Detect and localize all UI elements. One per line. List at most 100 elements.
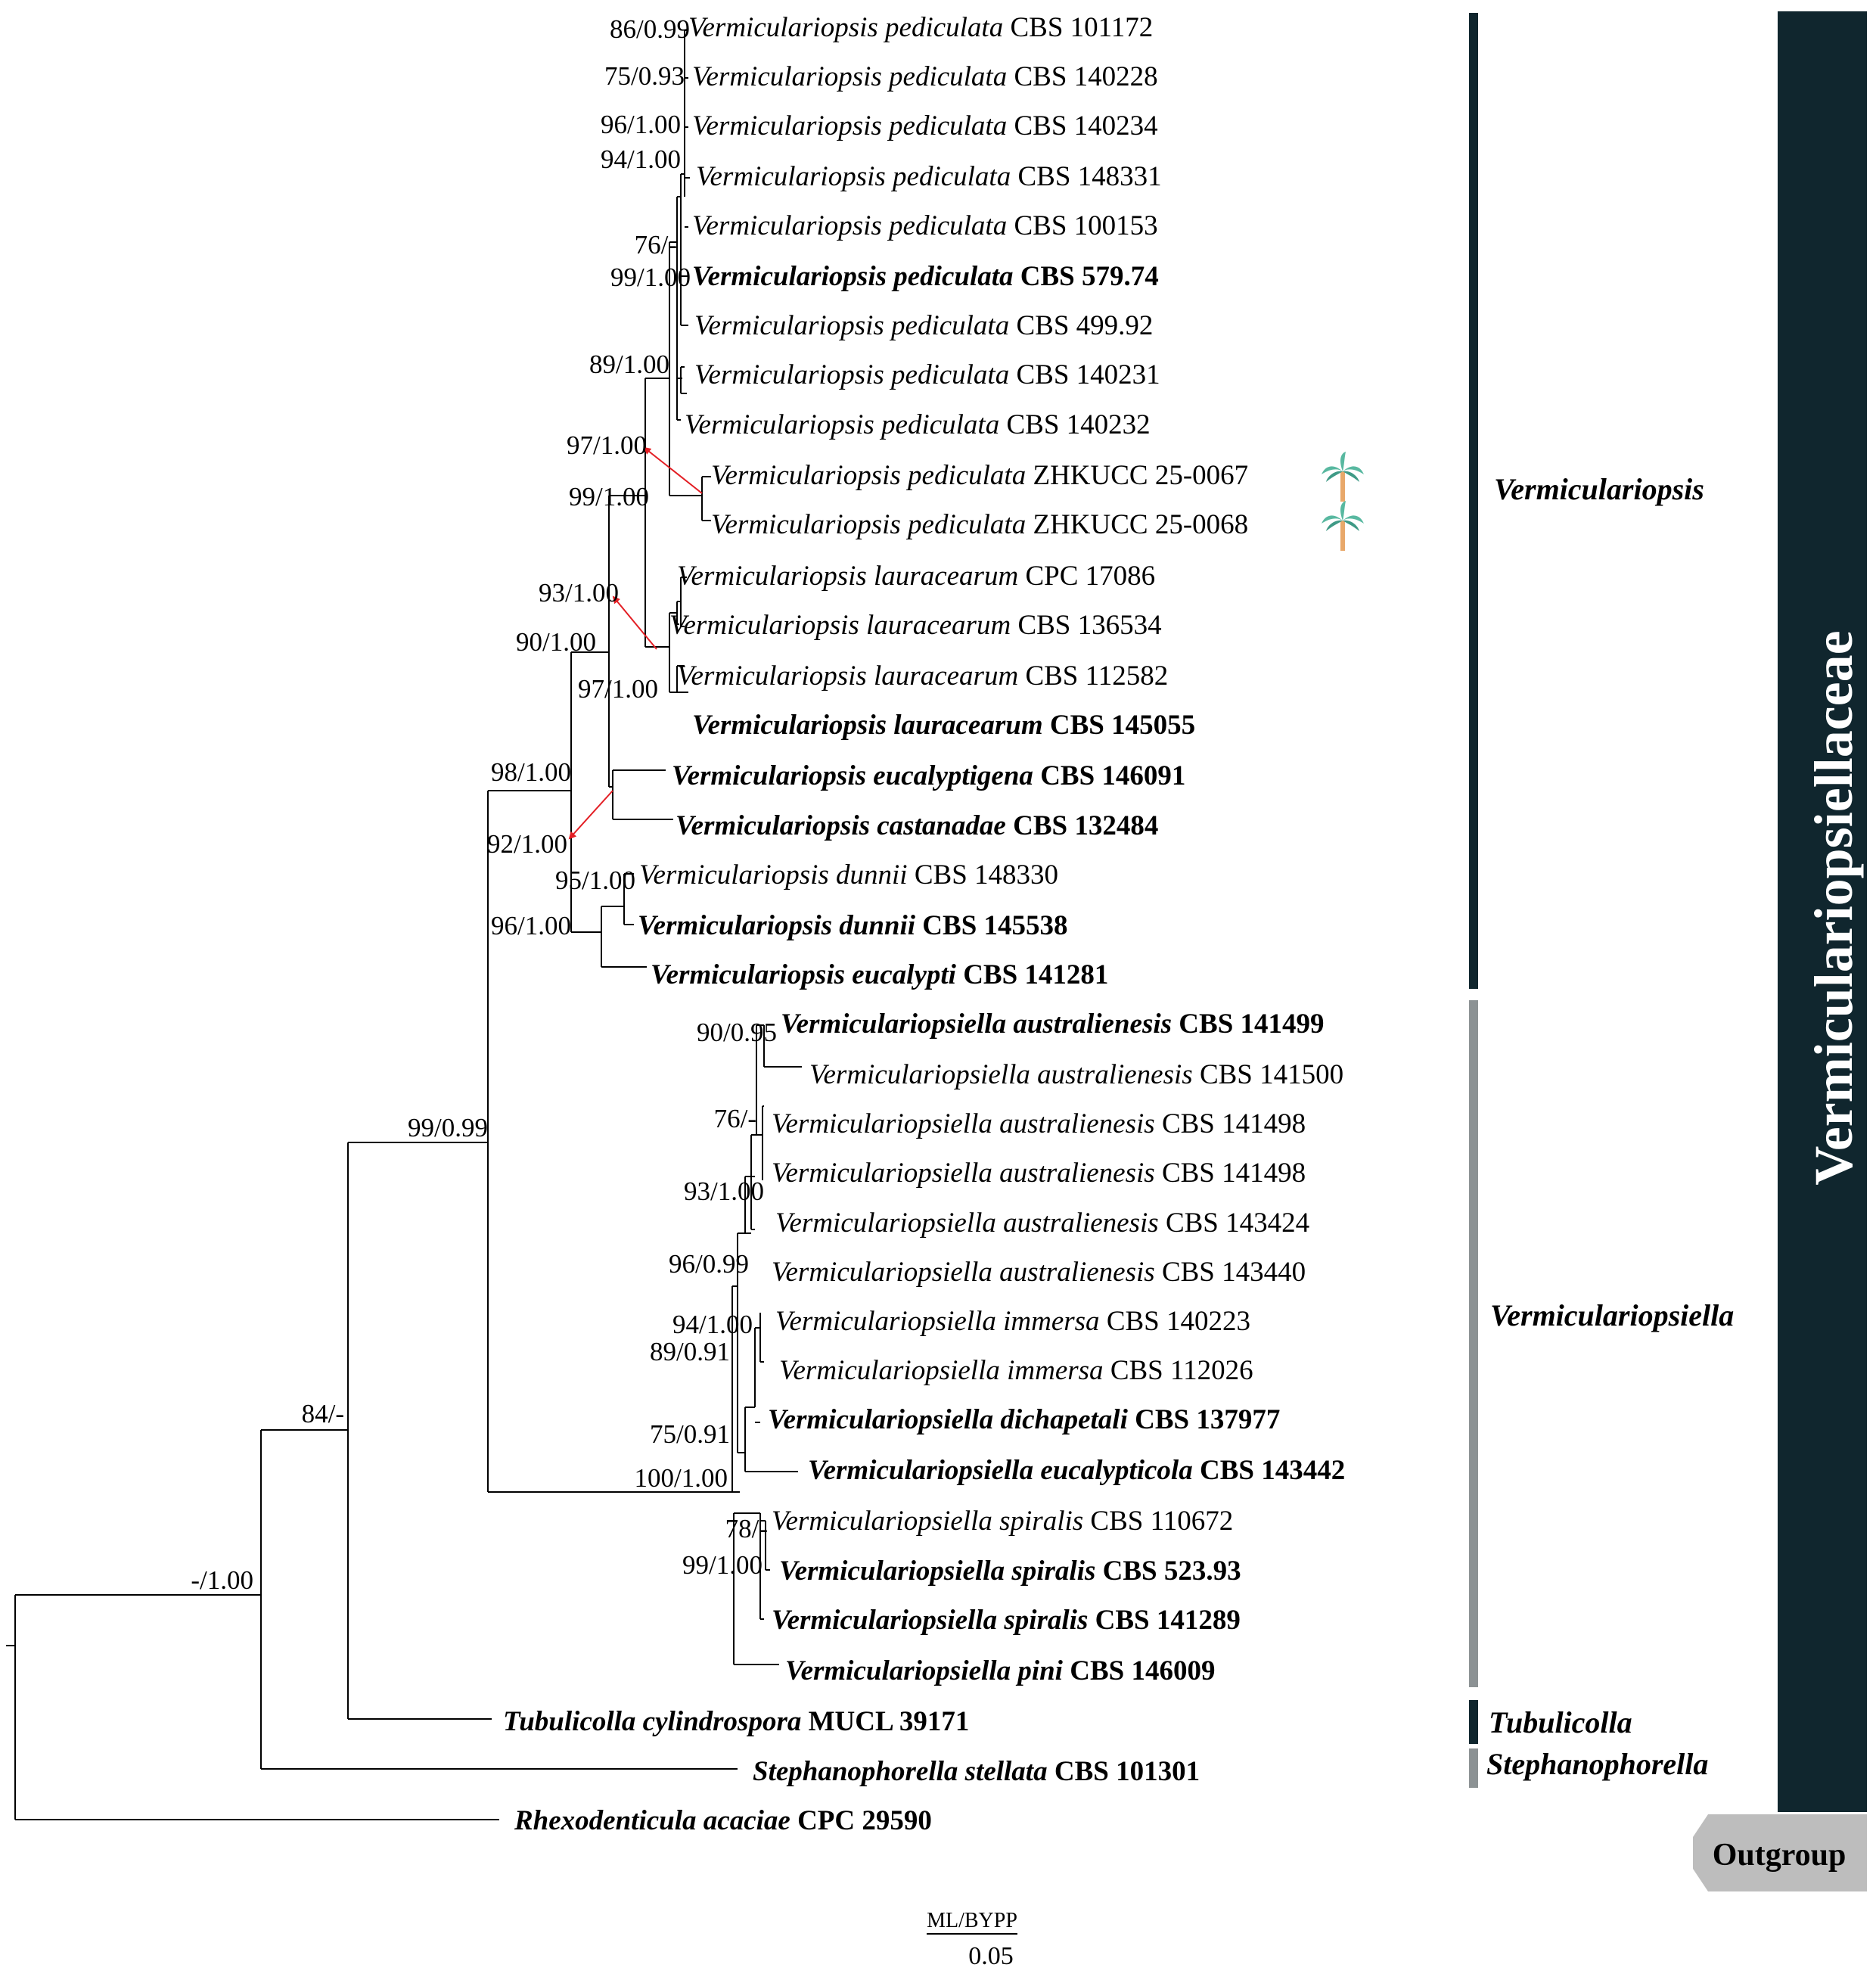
support-value: 100/1.00 bbox=[635, 1463, 728, 1493]
taxon-label-new-isolate: Vermiculariopsis pediculata ZHKUCC 25-00… bbox=[711, 509, 1248, 540]
support-value: 92/1.00 bbox=[487, 829, 567, 859]
support-value: 89/0.91 bbox=[650, 1337, 730, 1366]
taxon-species-name: Tubulicolla cylindrospora bbox=[503, 1706, 801, 1737]
taxon-labels: Vermiculariopsis pediculata CBS 101172Ve… bbox=[503, 12, 1345, 1836]
palm-tree-icon bbox=[1322, 452, 1364, 502]
taxon-label: Vermiculariopsis pediculata CBS 140231 bbox=[694, 359, 1160, 390]
taxon-strain-code: CBS 141499 bbox=[1172, 1009, 1324, 1040]
outgroup-box bbox=[1693, 1814, 1867, 1891]
tree-branches bbox=[6, 30, 802, 1820]
red-arrows bbox=[568, 446, 703, 840]
taxon-label: Vermiculariopsis pediculata CBS 140228 bbox=[692, 61, 1158, 92]
scale-label: ML/BYPP bbox=[927, 1909, 1017, 1932]
group-label-tubulicolla: Tubulicolla bbox=[1489, 1705, 1632, 1739]
taxon-species-name: Vermiculariopsiella immersa bbox=[775, 1306, 1100, 1337]
support-value: 75/0.93 bbox=[604, 61, 685, 91]
taxon-species-name: Vermiculariopsiella spiralis bbox=[772, 1506, 1083, 1537]
support-value: 90/1.00 bbox=[516, 627, 596, 657]
taxon-strain-code: CBS 136534 bbox=[1011, 610, 1161, 641]
taxon-label: Vermiculariopsis castanadae CBS 132484 bbox=[676, 810, 1158, 841]
taxon-species-name: Vermiculariopsis pediculata bbox=[711, 460, 1026, 491]
taxon-species-name: Vermiculariopsis pediculata bbox=[692, 210, 1007, 241]
taxon-strain-code: CBS 143440 bbox=[1155, 1257, 1306, 1288]
taxon-species-name: Vermiculariopsiella eucalypticola bbox=[808, 1455, 1193, 1486]
taxon-species-name: Vermiculariopsis pediculata bbox=[711, 509, 1026, 540]
taxon-label: Vermiculariopsis dunnii CBS 145538 bbox=[638, 910, 1068, 941]
taxon-species-name: Vermiculariopsis pediculata bbox=[685, 409, 999, 440]
taxon-strain-code: CBS 141281 bbox=[956, 959, 1108, 990]
taxon-strain-code: CBS 141498 bbox=[1155, 1158, 1306, 1189]
taxon-label: Vermiculariopsis pediculata CBS 579.74 bbox=[692, 261, 1159, 292]
taxon-species-name: Vermiculariopsis pediculata bbox=[692, 110, 1007, 141]
arrow-to-92-node bbox=[568, 790, 613, 840]
outgroup-label: Outgroup bbox=[1713, 1838, 1846, 1873]
taxon-label: Vermiculariopsis pediculata CBS 148331 bbox=[696, 161, 1162, 192]
arrow-to-97-node bbox=[643, 446, 703, 494]
taxon-strain-code: CBS 140223 bbox=[1100, 1306, 1250, 1337]
support-value: 96/1.00 bbox=[491, 911, 571, 940]
taxon-species-name: Vermiculariopsiella australienesis bbox=[772, 1158, 1155, 1189]
taxon-label: Vermiculariopsiella australienesis CBS 1… bbox=[775, 1208, 1309, 1239]
support-value: 90/0.95 bbox=[697, 1018, 777, 1047]
support-value: 86/0.99 bbox=[610, 14, 690, 44]
taxon-label: Vermiculariopsis lauracearum CPC 17086 bbox=[677, 561, 1155, 592]
taxon-label: Vermiculariopsiella dichapetali CBS 1379… bbox=[768, 1404, 1280, 1435]
support-value: 93/1.00 bbox=[539, 578, 619, 608]
support-value: 94/1.00 bbox=[601, 145, 681, 174]
taxon-strain-code: CBS 100153 bbox=[1007, 210, 1157, 241]
taxon-label-new-isolate: Vermiculariopsis pediculata ZHKUCC 25-00… bbox=[711, 460, 1248, 491]
support-value: -/1.00 bbox=[191, 1565, 253, 1595]
support-value: 93/1.00 bbox=[684, 1176, 764, 1206]
taxon-strain-code: CPC 17086 bbox=[1018, 561, 1155, 592]
taxon-species-name: Vermiculariopsis lauracearum bbox=[669, 610, 1011, 641]
taxon-strain-code: CBS 137977 bbox=[1128, 1404, 1280, 1435]
taxon-label: Vermiculariopsiella spiralis CBS 141289 bbox=[772, 1605, 1241, 1636]
taxon-label: Tubulicolla cylindrospora MUCL 39171 bbox=[503, 1706, 969, 1737]
taxon-species-name: Vermiculariopsiella spiralis bbox=[779, 1556, 1095, 1587]
taxon-species-name: Vermiculariopsiella pini bbox=[785, 1655, 1064, 1686]
taxon-species-name: Vermiculariopsis pediculata bbox=[692, 61, 1007, 92]
support-values: 86/0.99 75/0.93 96/1.00 94/1.00 76/- 99/1.00 8… bbox=[191, 14, 777, 1595]
support-value: 95/1.00 bbox=[555, 866, 635, 895]
taxon-label: Vermiculariopsis lauracearum CBS 136534 bbox=[669, 610, 1162, 641]
taxon-strain-code: CBS 112026 bbox=[1104, 1355, 1253, 1386]
taxon-label: Vermiculariopsis pediculata CBS 140234 bbox=[692, 110, 1158, 141]
support-value: 99/1.00 bbox=[682, 1550, 763, 1580]
taxon-strain-code: CBS 145538 bbox=[915, 910, 1067, 941]
taxon-species-name: Vermiculariopsis eucalypti bbox=[651, 959, 957, 990]
taxon-label: Vermiculariopsis pediculata CBS 140232 bbox=[685, 409, 1151, 440]
taxon-strain-code: CBS 140231 bbox=[1009, 359, 1160, 390]
taxon-species-name: Vermiculariopsiella australienesis bbox=[781, 1009, 1172, 1040]
taxon-species-name: Vermiculariopsiella spiralis bbox=[772, 1605, 1088, 1636]
taxon-species-name: Vermiculariopsis lauracearum bbox=[692, 710, 1043, 741]
taxon-strain-code: CBS 499.92 bbox=[1009, 310, 1153, 341]
group-label-stephanophorella: Stephanophorella bbox=[1486, 1747, 1708, 1781]
family-label: Vermiculariopsiellaceae bbox=[1803, 630, 1864, 1185]
taxon-species-name: Vermiculariopsis dunnii bbox=[639, 859, 908, 891]
stephanophorella-bar bbox=[1469, 1748, 1478, 1788]
taxon-strain-code: CBS 146009 bbox=[1063, 1655, 1215, 1686]
taxon-species-name: Vermiculariopsiella australienesis bbox=[775, 1208, 1159, 1239]
taxon-species-name: Vermiculariopsis castanadae bbox=[676, 810, 1006, 841]
taxon-species-name: Vermiculariopsiella australienesis bbox=[809, 1059, 1193, 1090]
taxon-strain-code: CBS 141289 bbox=[1088, 1605, 1240, 1636]
vermiculariopsiella-bar bbox=[1469, 1000, 1478, 1687]
taxon-strain-code: CPC 29590 bbox=[790, 1805, 932, 1836]
taxon-strain-code: CBS 145055 bbox=[1043, 710, 1195, 741]
taxon-strain-code: CBS 148330 bbox=[908, 859, 1058, 891]
palm-tree-icon bbox=[1322, 501, 1364, 551]
taxon-label: Vermiculariopsis dunnii CBS 148330 bbox=[639, 859, 1058, 891]
taxon-species-name: Stephanophorella stellata bbox=[753, 1756, 1048, 1787]
taxon-strain-code: CBS 101301 bbox=[1048, 1756, 1200, 1787]
taxon-strain-code: CBS 143442 bbox=[1193, 1455, 1345, 1486]
taxon-label: Vermiculariopsiella australienesis CBS 1… bbox=[781, 1009, 1325, 1040]
taxon-strain-code: CBS 110672 bbox=[1083, 1506, 1233, 1537]
taxon-strain-code: CBS 140232 bbox=[999, 409, 1150, 440]
taxon-strain-code: CBS 148331 bbox=[1011, 161, 1161, 192]
taxon-label: Vermiculariopsiella spiralis CBS 110672 bbox=[772, 1506, 1233, 1537]
taxon-species-name: Rhexodenticula acaciae bbox=[514, 1805, 790, 1836]
taxon-strain-code: ZHKUCC 25-0067 bbox=[1026, 460, 1248, 491]
taxon-species-name: Vermiculariopsiella australienesis bbox=[772, 1108, 1155, 1139]
support-value: 76/- bbox=[714, 1104, 756, 1133]
taxon-species-name: Vermiculariopsis pediculata bbox=[692, 261, 1014, 292]
